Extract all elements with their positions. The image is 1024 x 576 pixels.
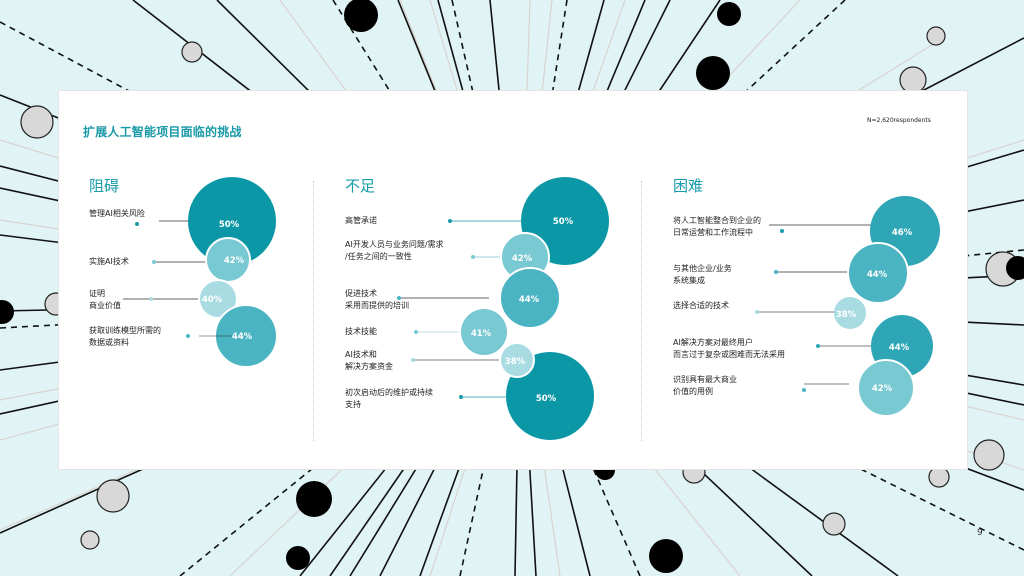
bubble-value: 40% [202, 295, 223, 305]
group-obstacles: 50% 42% 40% 44% [123, 177, 278, 368]
column-heading-obstacles: 阻碍 [89, 177, 120, 195]
column-divider [313, 181, 314, 441]
column-heading-shortages: 不足 [345, 177, 376, 195]
bubble-value: 42% [224, 256, 245, 266]
bubble-value: 42% [512, 254, 533, 264]
bubble-value: 50% [219, 220, 240, 230]
bubble-value: 38% [836, 310, 857, 320]
bubble-value: 44% [519, 295, 540, 305]
item-label: 证明 商业价值 [89, 289, 121, 310]
column-heading-difficulties: 困难 [673, 177, 704, 195]
item-label: 获取训练模型所需的 数据或资料 [89, 326, 161, 347]
bubble-value: 44% [867, 270, 888, 280]
item-label: 技术技能 [345, 327, 377, 336]
bubble-value: 41% [471, 329, 492, 339]
bubble-value: 50% [536, 394, 557, 404]
item-label: AI技术和 解决方案资金 [345, 350, 393, 371]
item-label: 初次启动后的维护或持续 支持 [345, 388, 433, 409]
slide-title: 扩展人工智能项目面临的挑战 [83, 125, 242, 139]
item-label: AI开发人员与业务问题/需求 /任务之间的一致性 [345, 240, 444, 261]
item-label: 高管承诺 [345, 216, 377, 225]
item-label: 实施AI技术 [89, 257, 129, 266]
item-label: 识别具有最大商业 价值的用例 [673, 375, 737, 396]
bubble-value: 44% [232, 332, 253, 342]
group-difficulties: 46% 44% 38% 44% 42% [755, 196, 940, 417]
bubble-value: 38% [505, 357, 526, 367]
page-number: 9 [977, 528, 983, 538]
item-label: 促进技术 采用而提供的培训 [345, 289, 409, 310]
bubble-value: 50% [553, 217, 574, 227]
item-label: 管理AI相关风险 [89, 209, 145, 218]
item-label: AI解决方案对最终用户 而言过于复杂或困难而无法采用 [673, 338, 785, 359]
item-label: 与其他企业/业务 系统集成 [673, 264, 732, 285]
respondent-count: N=2,620respondents [867, 117, 931, 124]
content-card: 扩展人工智能项目面临的挑战 N=2,620respondents 阻碍 不足 困… [58, 90, 968, 470]
bubble-chart: 50% 42% 40% 44% [123, 177, 940, 440]
bubble-value: 46% [892, 228, 913, 238]
group-shortages: 50% 42% 44% 41% 38% 50% [397, 177, 609, 440]
item-label: 将人工智能整合到企业的 日常运营和工作流程中 [673, 216, 761, 237]
bubble-value: 42% [872, 384, 893, 394]
item-label: 选择合适的技术 [673, 301, 729, 310]
bubble-value: 44% [889, 343, 910, 353]
column-divider [641, 181, 642, 441]
